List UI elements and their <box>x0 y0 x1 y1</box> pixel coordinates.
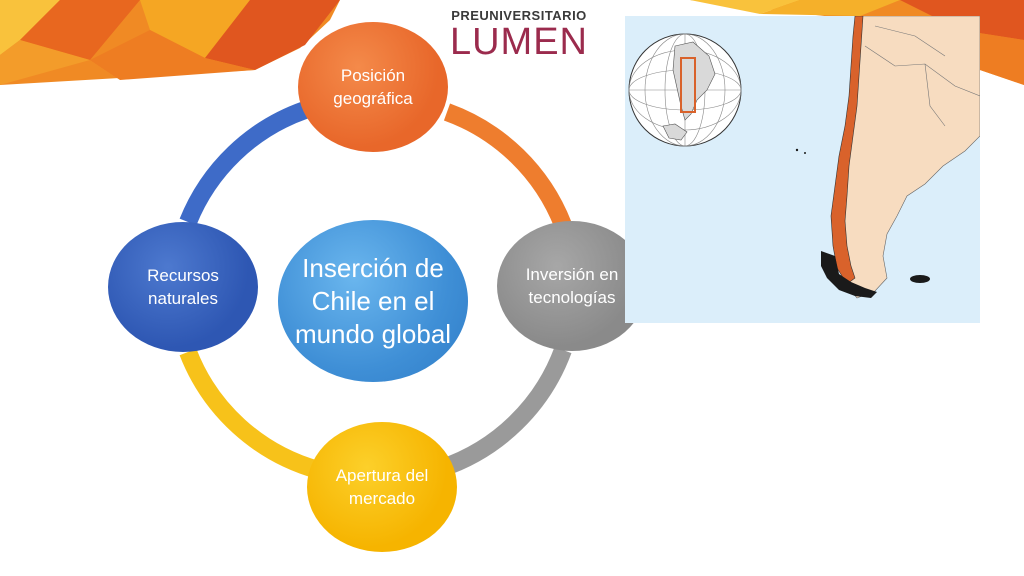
chile-map-image <box>625 16 980 323</box>
node-label: Apertura del mercado <box>335 466 429 508</box>
southern-islands <box>821 251 877 298</box>
node-posicion-geografica: Posición geográfica <box>298 22 448 152</box>
center-node-label: Inserción de Chile en el mundo global <box>294 252 452 349</box>
node-label: Recursos naturales <box>147 266 219 308</box>
node-inversion-tecnologias: Inversión en tecnologías <box>497 221 647 351</box>
logo-line-main: LUMEN <box>449 21 589 63</box>
center-node: Inserción de Chile en el mundo global <box>278 220 468 382</box>
arc-bottom-right <box>439 346 572 477</box>
chile-territory <box>830 16 864 285</box>
lumen-logo: PREUNIVERSITARIO LUMEN <box>446 8 592 62</box>
globe-inset <box>628 33 742 147</box>
logo-line-top: PREUNIVERSITARIO <box>451 8 587 23</box>
chile-map-svg <box>628 16 980 299</box>
node-recursos-naturales: Recursos naturales <box>108 222 258 352</box>
node-apertura-mercado: Apertura del mercado <box>307 422 457 552</box>
node-label: Posición geográfica <box>333 66 413 108</box>
arc-top-right <box>443 103 572 229</box>
arc-top-left <box>179 101 309 226</box>
arc-bottom-left <box>179 348 321 479</box>
node-label: Inversión en tecnologías <box>525 265 619 307</box>
